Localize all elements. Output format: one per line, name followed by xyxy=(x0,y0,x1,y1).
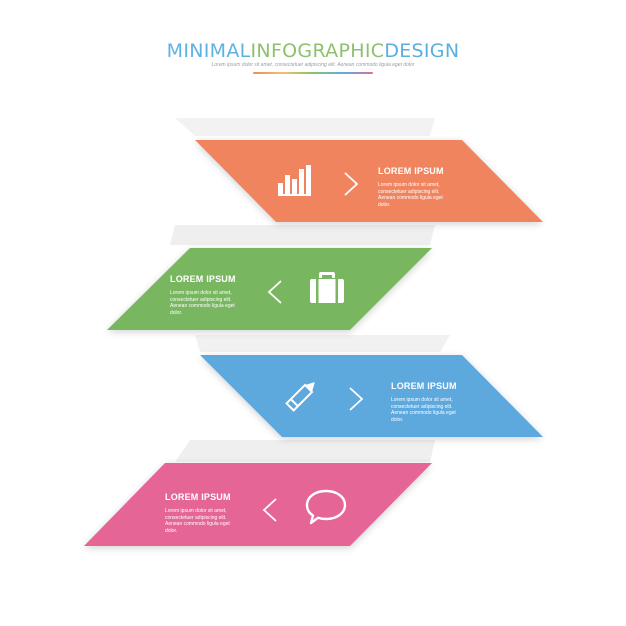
step-1-title: LOREM IPSUM xyxy=(378,166,444,176)
chevron-left-icon xyxy=(267,280,282,304)
step-band-3 xyxy=(200,355,543,437)
step-3-text: LOREM IPSUM Lorem ipsum dolor sit amet, … xyxy=(391,381,466,423)
step-band-1-shape xyxy=(195,140,543,222)
briefcase-icon xyxy=(310,272,344,303)
step-2-body: Lorem ipsum dolor sit amet, consectetuer… xyxy=(170,290,235,316)
paper-fold-shadows xyxy=(170,118,450,462)
step-band-3-shape xyxy=(200,355,543,437)
speech-bubble-icon xyxy=(305,489,347,525)
step-3-body: Lorem ipsum dolor sit amet, consectetuer… xyxy=(391,397,456,423)
title-part-design: DESIGN xyxy=(384,40,460,62)
page-title: MINIMAL INFOGRAPHIC DESIGN xyxy=(0,40,626,62)
chevron-right-icon xyxy=(344,172,359,196)
step-band-1 xyxy=(195,140,543,222)
chevron-left-icon xyxy=(262,498,277,522)
pencil-icon xyxy=(285,382,315,412)
step-2-text: LOREM IPSUM Lorem ipsum dolor sit amet, … xyxy=(170,274,245,316)
step-4-body: Lorem ipsum dolor sit amet, consectetuer… xyxy=(165,508,230,534)
title-underline xyxy=(253,72,373,74)
step-band-2-shape xyxy=(107,248,432,330)
step-4-text: LOREM IPSUM Lorem ipsum dolor sit amet, … xyxy=(165,492,240,534)
step-3-title: LOREM IPSUM xyxy=(391,381,457,391)
step-band-2 xyxy=(107,248,432,330)
step-1-text: LOREM IPSUM Lorem ipsum dolor sit amet, … xyxy=(378,166,453,208)
step-4-title: LOREM IPSUM xyxy=(165,492,231,502)
bar-chart-icon xyxy=(278,165,311,196)
step-band-4 xyxy=(84,463,432,546)
step-1-body: Lorem ipsum dolor sit amet, consectetuer… xyxy=(378,182,443,208)
page-subtitle: Lorem ipsum dolor sit amet, consectetuer… xyxy=(211,62,415,68)
chevron-right-icon xyxy=(349,387,364,411)
step-band-4-shape xyxy=(84,463,432,546)
title-part-minimal: MINIMAL xyxy=(166,40,251,62)
step-2-title: LOREM IPSUM xyxy=(170,274,236,284)
title-part-infographic: INFOGRAPHIC xyxy=(250,40,385,62)
